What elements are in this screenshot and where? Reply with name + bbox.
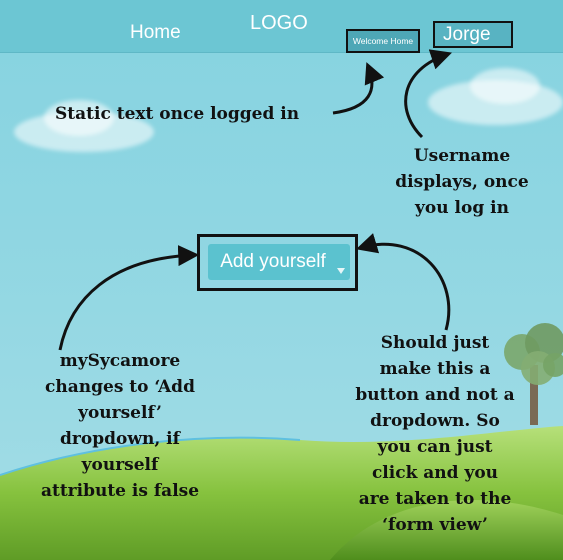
static-text-note: Static text once logged in [55, 104, 300, 124]
note-line: you can just [377, 437, 493, 457]
note-line: you log in [415, 198, 509, 218]
dropdown-caret-icon [337, 268, 345, 274]
note-line: Username [413, 146, 511, 166]
cloud-right-top [470, 68, 540, 104]
username-link[interactable]: Jorge [433, 21, 513, 48]
nav-home-link[interactable]: Home [130, 22, 181, 43]
arrow-to-welcome [332, 62, 385, 115]
note-line: button and not a [355, 385, 515, 405]
note-line: are taken to the [358, 489, 512, 509]
note-line: changes to ‘Add [45, 377, 195, 397]
note-line: make this a [379, 359, 491, 379]
note-line: mySycamore [59, 351, 181, 371]
username-note: Username displays, once you log in [382, 143, 542, 221]
note-line: yourself [81, 455, 159, 475]
note-line: ‘form view’ [382, 515, 488, 535]
note-line: yourself’ [78, 403, 162, 423]
note-line: click and you [371, 463, 499, 483]
note-line: attribute is false [40, 481, 200, 501]
note-line: displays, once [395, 172, 529, 192]
add-yourself-highlight: Add yourself [197, 234, 358, 291]
welcome-text: Welcome Home [346, 29, 420, 53]
sycamore-note: mySycamore changes to ‘Add yourself’ dro… [20, 348, 220, 504]
logo: LOGO [250, 12, 308, 34]
note-line: Should just [380, 333, 490, 353]
tree [504, 323, 563, 425]
button-note: Should just make this a button and not a… [340, 330, 530, 538]
arrow-to-username [404, 49, 452, 139]
add-yourself-label: Add yourself [220, 251, 326, 272]
arrow-to-add-from-right [355, 233, 451, 331]
add-yourself-button[interactable]: Add yourself [208, 244, 350, 280]
cloud-left-top [44, 100, 114, 136]
note-line: dropdown, if [60, 429, 180, 449]
arrow-to-add-from-left [58, 245, 200, 351]
note-line: dropdown. So [370, 411, 500, 431]
